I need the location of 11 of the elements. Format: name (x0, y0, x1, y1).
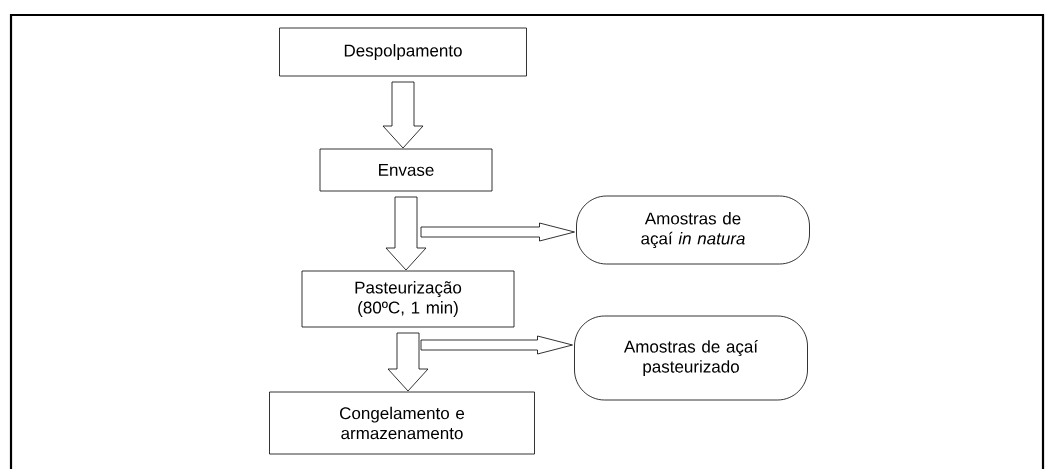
block-arrow (382, 81, 424, 149)
sample-terminal: Amostras de açaí in natura (576, 195, 810, 265)
block-arrow (385, 196, 427, 271)
process-box: Envase (319, 148, 493, 192)
block-arrow (387, 332, 429, 392)
process-box: Pasteurização (80ºC, 1 min) (301, 270, 515, 328)
block-arrow (420, 335, 573, 355)
process-box: Despolpamento (279, 27, 527, 77)
process-box: Congelamento e armazenamento (269, 391, 535, 455)
sample-terminal: Amostras de açaí pasteurizado (574, 315, 808, 401)
block-arrow (420, 222, 575, 242)
